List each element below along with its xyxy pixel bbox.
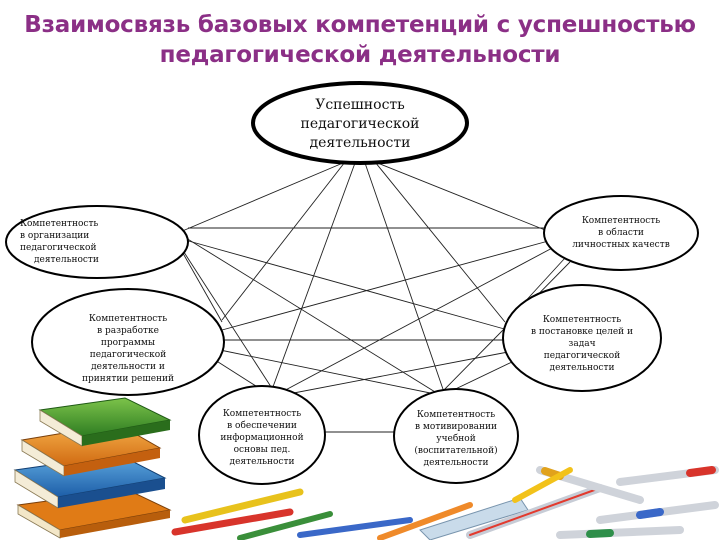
- organization-node-line-4: деятельности: [34, 255, 99, 265]
- title-line-2: педагогической деятельности: [159, 42, 561, 68]
- connection-line: [364, 162, 446, 396]
- connection-line: [179, 245, 276, 394]
- pencils-illustration: [171, 466, 719, 540]
- motivation-node-line-2: в мотивировании: [415, 422, 497, 432]
- program-node-line-4: педагогической: [89, 350, 167, 360]
- organization-node-line-2: в организации: [20, 231, 90, 241]
- organization-node-shape: [5, 205, 189, 279]
- information-node: Компетентность в обеспечении информацион…: [208, 402, 316, 474]
- information-node-shape: [198, 385, 326, 485]
- connection-line: [277, 245, 557, 395]
- connection-line: [185, 237, 441, 396]
- title-line-1: Взаимосвязь базовых компетенций с успешн…: [24, 12, 696, 38]
- slide-title: Взаимосвязь базовых компетенций с успешн…: [20, 10, 700, 70]
- connection-line: [221, 239, 553, 331]
- program-node-line-1: Компетентность: [88, 314, 168, 324]
- information-node-line-2: в обеспечении: [227, 421, 297, 431]
- connection-line: [369, 159, 546, 231]
- organization-node-line-1: Компетентность: [20, 219, 99, 229]
- information-node-line-1: Компетентность: [222, 409, 302, 419]
- node-ellipses: [5, 81, 699, 485]
- program-node-shape: [31, 288, 225, 396]
- information-node-line-5: деятельности: [229, 457, 295, 467]
- connection-line: [269, 162, 356, 396]
- personal-node-shape: [543, 195, 699, 271]
- center-node-shape: [251, 81, 469, 165]
- organization-node-line-3: педагогической: [20, 243, 97, 253]
- information-node-line-3: информационной: [220, 433, 304, 443]
- goals-node-shape: [502, 284, 662, 392]
- center-node-line-2: педагогической: [300, 115, 420, 132]
- program-node-line-6: принятии решений: [81, 374, 175, 384]
- information-node-line-4: основы пед.: [233, 445, 291, 455]
- connection-line: [221, 161, 346, 321]
- personal-node-line-2: в области: [598, 228, 644, 238]
- center-node: Успешность педагогической деятельности: [258, 88, 462, 160]
- personal-node-line-3: личностных качеств: [572, 240, 670, 250]
- connection-line: [374, 161, 506, 323]
- motivation-node-line-3: учебной: [436, 434, 476, 444]
- program-node-line-2: в разработке: [97, 326, 159, 336]
- goals-node-line-3: задач: [568, 339, 596, 349]
- program-node-line-5: деятельности и: [91, 362, 165, 372]
- connection-line: [277, 351, 509, 397]
- goals-node: Компетентность в постановке целей и зада…: [510, 306, 654, 382]
- motivation-node-line-1: Компетентность: [416, 410, 496, 420]
- books-illustration: [13, 397, 172, 539]
- center-node-line-1: Успешность: [315, 96, 405, 113]
- motivation-node-line-5: деятельности: [423, 458, 489, 468]
- motivation-node: Компетентность в мотивировании учебной (…: [398, 403, 514, 475]
- goals-node-line-1: Компетентность: [542, 315, 622, 325]
- goals-node-line-2: в постановке целей и: [530, 327, 634, 337]
- goals-node-line-4: педагогической: [543, 351, 621, 361]
- connection-line: [219, 349, 441, 396]
- organization-node: Компетентность в организации педагогичес…: [20, 213, 160, 271]
- program-node: Компетентность в разработке программы пе…: [50, 304, 206, 394]
- program-node-line-3: программы: [100, 338, 156, 348]
- connection-line: [179, 247, 223, 323]
- center-node-line-3: деятельности: [309, 134, 411, 151]
- goals-node-line-5: деятельности: [549, 363, 615, 373]
- motivation-node-line-4: (воспитательной): [414, 446, 498, 456]
- connection-line: [179, 159, 351, 233]
- motivation-node-shape: [393, 388, 519, 484]
- personal-node: Компетентность в области личностных каче…: [553, 206, 689, 260]
- connection-line: [184, 239, 509, 331]
- personal-node-line-1: Компетентность: [581, 216, 661, 226]
